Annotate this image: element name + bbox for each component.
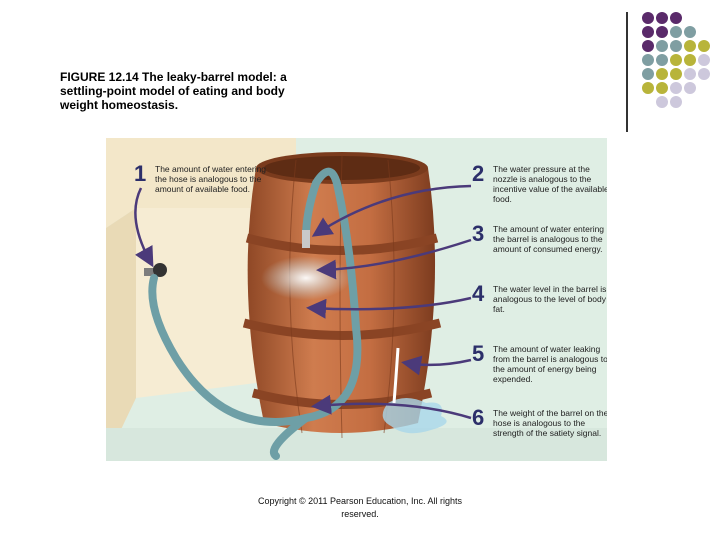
dot — [656, 12, 668, 24]
dot — [642, 12, 654, 24]
arrow-1 — [134, 187, 154, 268]
annotation-number: 5 — [472, 341, 485, 366]
arrow-5 — [401, 355, 472, 376]
leaky-barrel-illustration: 1 The amount of water entering the hose … — [106, 138, 607, 461]
wall — [106, 138, 296, 228]
decorative-dot-grid — [640, 10, 720, 120]
hose-nozzle — [302, 230, 310, 248]
dot — [684, 40, 696, 52]
faucet — [144, 263, 167, 277]
dot — [670, 54, 682, 66]
annotation-number: 6 — [472, 405, 485, 430]
dot — [670, 40, 682, 52]
dot — [670, 68, 682, 80]
annotation-text: The amount of water entering the barrel … — [493, 224, 605, 254]
dot — [656, 82, 668, 94]
dot — [656, 96, 668, 108]
copyright-notice: Copyright © 2011 Pearson Education, Inc.… — [257, 496, 463, 519]
arrow-4 — [306, 296, 472, 319]
dot — [656, 26, 668, 38]
arrow-2 — [311, 184, 472, 237]
annotation-text: The amount of water leaking from the bar… — [493, 344, 607, 384]
hose — [148, 274, 309, 460]
dot — [684, 82, 696, 94]
dot — [642, 68, 654, 80]
dot — [670, 26, 682, 38]
dot — [698, 54, 710, 66]
water-leak — [392, 347, 400, 404]
dot — [642, 26, 654, 38]
annotation-text: The weight of the barrel on the hose is … — [493, 408, 607, 438]
annotation-text: The water pressure at the nozzle is anal… — [493, 164, 607, 204]
dot — [684, 54, 696, 66]
annotation-number: 4 — [472, 281, 485, 306]
dot — [698, 68, 710, 80]
dot — [642, 40, 654, 52]
arrow-6 — [311, 394, 472, 420]
dot — [656, 54, 668, 66]
arrow-3 — [316, 238, 472, 280]
dot — [684, 68, 696, 80]
wall-side — [106, 208, 136, 461]
dot — [670, 82, 682, 94]
barrel-diagram — [106, 138, 607, 461]
annotation-number: 2 — [472, 161, 485, 186]
annotation-number: 3 — [472, 221, 485, 246]
ground — [106, 428, 607, 461]
annotation-text: The water level in the barrel is analogo… — [493, 284, 607, 314]
annotation-text: The amount of water entering the hose is… — [155, 164, 267, 194]
figure-caption: FIGURE 12.14 The leaky-barrel model: a s… — [60, 70, 287, 112]
annotation-number: 1 — [134, 161, 147, 186]
dot — [670, 96, 682, 108]
dot — [656, 40, 668, 52]
water-puddle — [382, 398, 447, 434]
dot — [642, 54, 654, 66]
dot — [656, 68, 668, 80]
divider-line — [626, 12, 628, 132]
dot — [642, 82, 654, 94]
dot — [698, 40, 710, 52]
dot — [684, 26, 696, 38]
hose-to-barrel — [302, 167, 362, 422]
dot — [670, 12, 682, 24]
